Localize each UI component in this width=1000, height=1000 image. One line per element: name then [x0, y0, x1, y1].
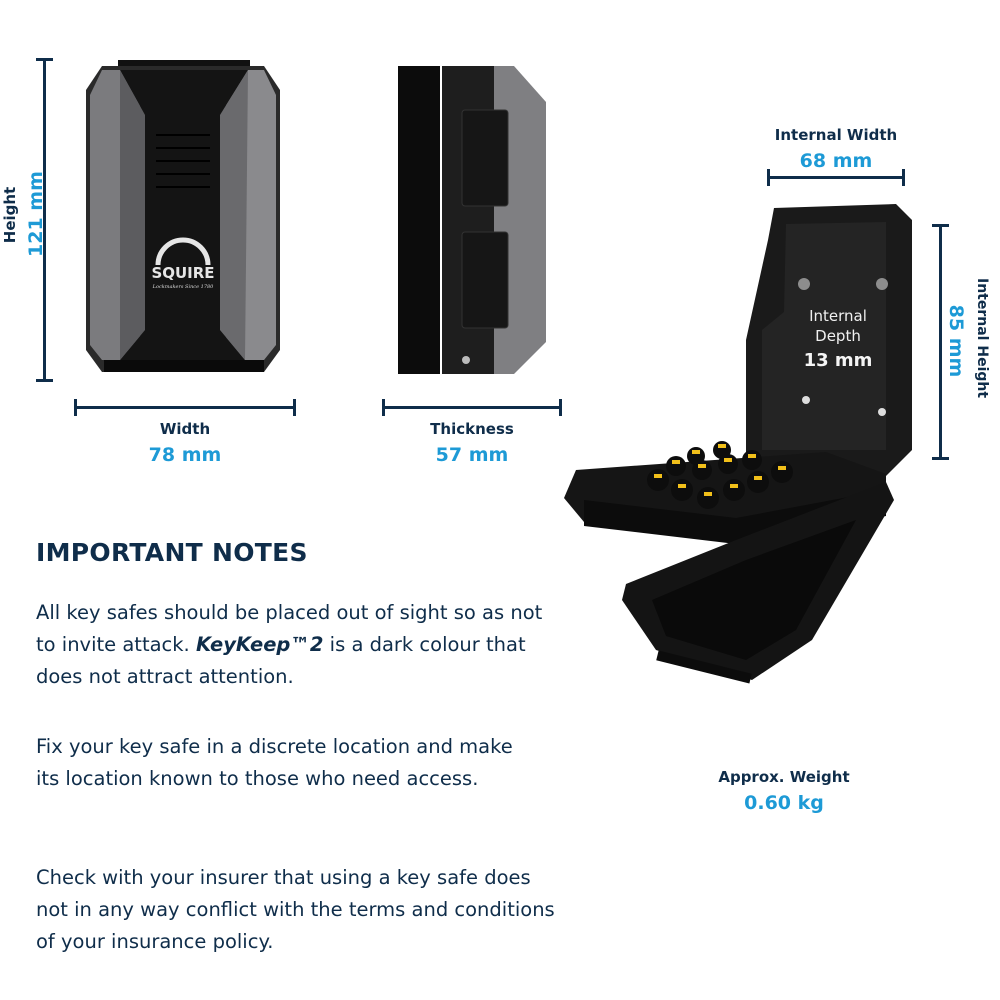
internal-depth-value: 13 mm [803, 350, 873, 371]
internal-height-label: Internal Height [974, 278, 990, 399]
squire-logo: SQUIRE [151, 264, 215, 282]
internal-width-label: Internal Width [774, 126, 898, 144]
key-safe-front-view: SQUIRE Lockmakers Since 1780 [80, 60, 286, 376]
squire-tagline: Lockmakers Since 1780 [152, 284, 214, 290]
weight-value: 0.60 kg [744, 792, 824, 814]
notes-p1-before: All key safes should be placed out of si… [36, 601, 543, 656]
internal-width-value: 68 mm [799, 150, 873, 172]
key-safe-open-view [556, 200, 916, 700]
thickness-label: Thickness [430, 420, 514, 438]
notes-paragraph-1: All key safes should be placed out of si… [36, 597, 556, 693]
height-label: Height [1, 186, 19, 244]
notes-title: IMPORTANT NOTES [36, 538, 308, 567]
weight-label: Approx. Weight [718, 768, 850, 786]
thickness-value: 57 mm [435, 444, 509, 466]
internal-depth-label: Internal Depth [790, 306, 886, 346]
key-safe-side-view [396, 62, 546, 378]
width-value: 78 mm [148, 444, 222, 466]
internal-width-dimension-line [767, 169, 905, 186]
internal-height-dimension-line [932, 224, 949, 460]
internal-depth-label-line1: Internal [809, 307, 867, 325]
notes-p1-after: is a dark colour that does not attract a… [36, 633, 526, 688]
notes-paragraph-2: Fix your key safe in a discrete location… [36, 735, 513, 790]
height-dimension-line [36, 58, 53, 382]
internal-depth-label-line2: Depth [815, 327, 861, 345]
width-label: Width [159, 420, 211, 438]
width-dimension-line [74, 399, 296, 416]
thickness-dimension-line [382, 399, 562, 416]
height-value: 121 mm [25, 171, 47, 257]
notes-paragraph-3: Check with your insurer that using a key… [36, 866, 555, 953]
internal-height-value: 85 mm [945, 304, 967, 378]
product-name: KeyKeep™2 [195, 633, 324, 656]
